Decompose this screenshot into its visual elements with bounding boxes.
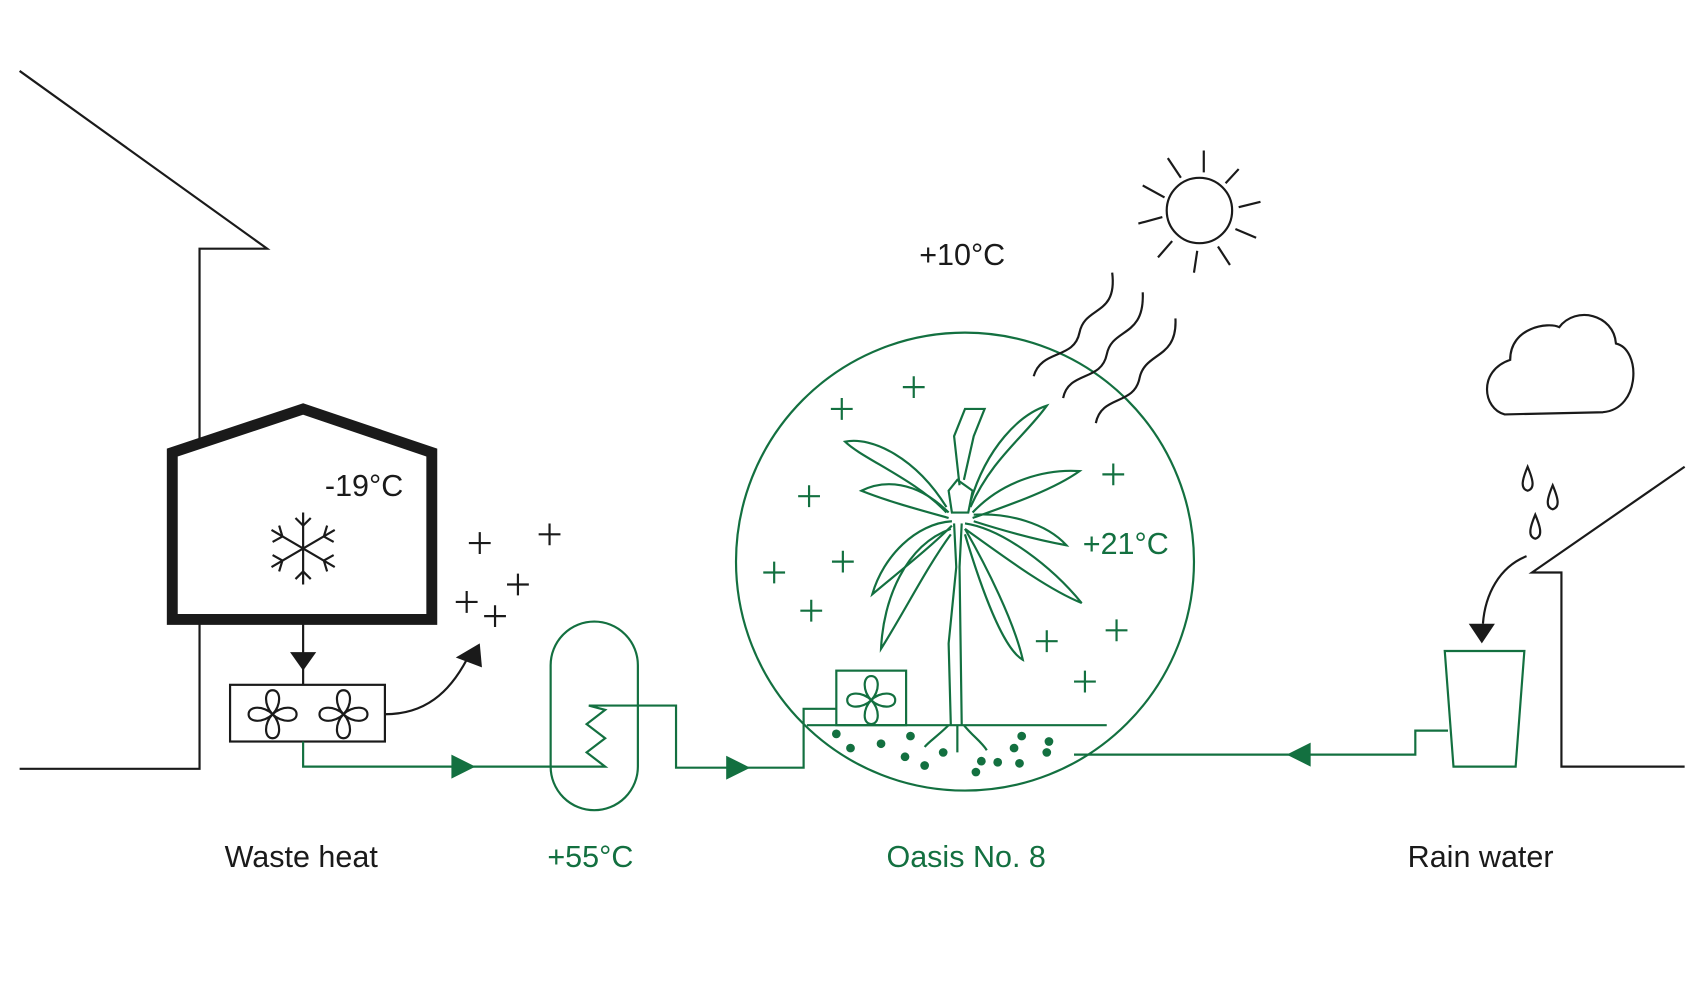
- tank-temp-label: +55°C: [547, 840, 633, 874]
- arrowhead-right-icon: [726, 755, 751, 780]
- heat-waves: [1032, 272, 1177, 424]
- rain-flow-arrow-line: [1481, 555, 1527, 624]
- outside-temp-label: +10°C: [919, 238, 1005, 272]
- oasis-label: Oasis No. 8: [886, 840, 1045, 874]
- waste-heat-label: Waste heat: [225, 840, 379, 874]
- hot-water-tank: [549, 620, 639, 812]
- arrowhead-right-icon: [451, 754, 476, 779]
- left-building-outline: [18, 70, 271, 770]
- snowflake-icon: [270, 512, 336, 585]
- rain-water-barrel: [1443, 649, 1526, 768]
- oasis-dome: [734, 331, 1196, 792]
- sun-icon: [1138, 150, 1261, 273]
- greenhouse-temp-label: +21°C: [1083, 527, 1169, 561]
- hot-water-pipe: [302, 704, 837, 769]
- arrowhead-down-icon: [290, 652, 317, 671]
- freezer-temp-label: -19°C: [325, 469, 403, 503]
- palm-tree-icon: [842, 403, 1083, 753]
- fan-icon: [247, 689, 298, 740]
- arrowhead-left-icon: [1286, 742, 1311, 767]
- fan-icon: [318, 689, 369, 740]
- rain-water-label: Rain water: [1408, 840, 1554, 874]
- rain-water-pipe: [1074, 729, 1449, 756]
- soil-dots: [831, 729, 1054, 777]
- arrowhead-down-icon: [1468, 623, 1495, 644]
- greenhouse-plus-signs: [762, 375, 1129, 694]
- fan-icon: [846, 675, 897, 726]
- heat-plus-signs: [454, 522, 562, 629]
- heat-exchanger-unit: [228, 683, 386, 743]
- cloud-icon: [1485, 313, 1635, 416]
- exhaust-arrow-line: [384, 659, 468, 716]
- arrowhead-icon: [455, 643, 482, 668]
- rain-drops-icon: [1521, 463, 1559, 540]
- right-building-outline: [1528, 465, 1686, 768]
